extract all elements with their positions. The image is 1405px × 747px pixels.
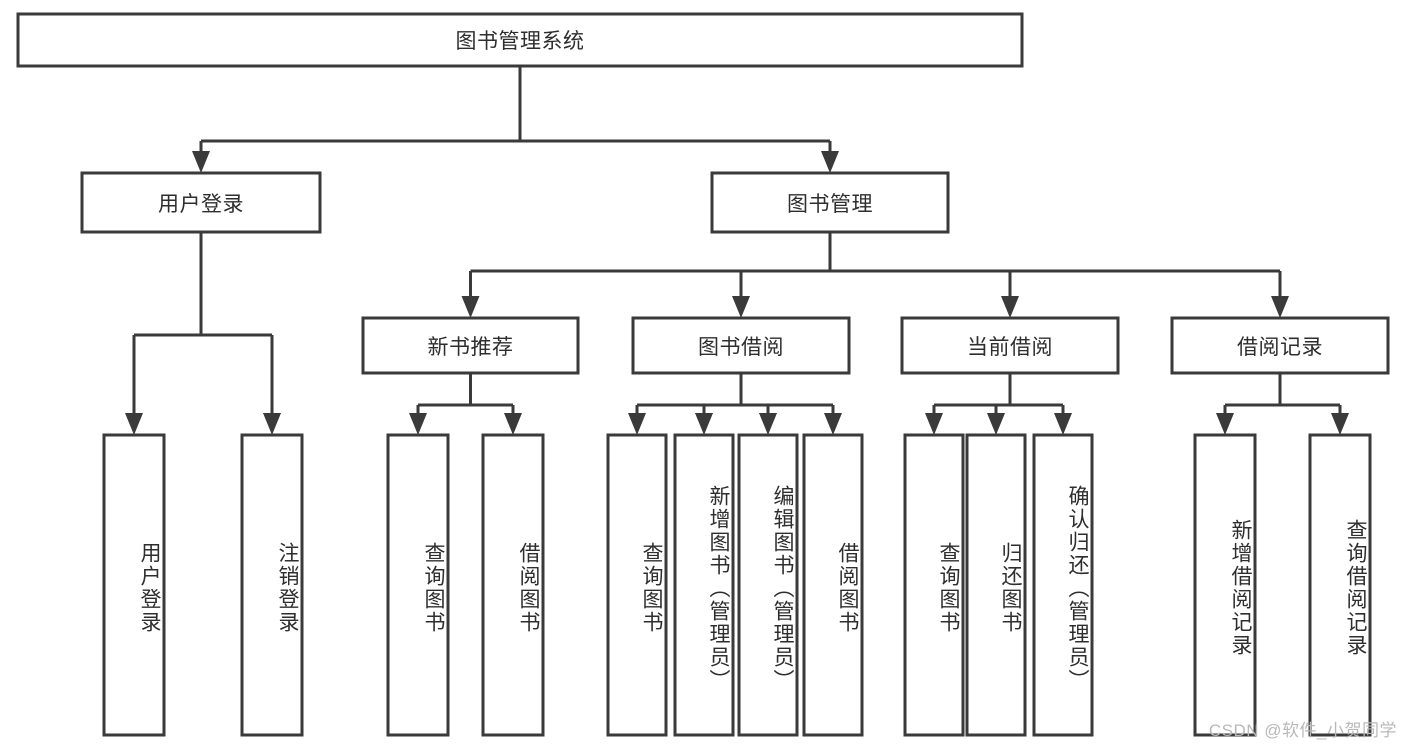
node-leaf-box-2[interactable]	[386, 433, 450, 737]
node-leaf-box-3[interactable]	[481, 433, 545, 737]
node-level2-box-1[interactable]	[631, 316, 851, 375]
node-leaf-box-12[interactable]	[1308, 433, 1372, 737]
connectors-layer	[125, 66, 1349, 435]
arrow-head-icon	[759, 413, 777, 435]
arrow-head-icon	[695, 413, 713, 435]
arrow-head-icon	[409, 413, 427, 435]
node-leaf-box-11[interactable]	[1193, 433, 1257, 737]
node-root-box[interactable]	[16, 12, 1024, 68]
node-leaf-box-6[interactable]	[737, 433, 799, 737]
arrow-head-icon	[1331, 413, 1349, 435]
arrow-head-icon	[263, 413, 281, 435]
arrow-head-icon	[1001, 296, 1019, 318]
arrow-head-icon	[504, 413, 522, 435]
arrow-head-icon	[821, 151, 839, 173]
arrow-head-icon	[987, 413, 1005, 435]
boxes-layer	[16, 12, 1390, 737]
arrow-head-icon	[1271, 296, 1289, 318]
arrow-head-icon	[1054, 413, 1072, 435]
arrow-head-icon	[824, 413, 842, 435]
node-leaf-box-0[interactable]	[102, 433, 166, 737]
arrow-head-icon	[125, 413, 143, 435]
node-level1-box-0[interactable]	[80, 171, 322, 234]
node-level1-box-1[interactable]	[710, 171, 950, 234]
arrow-head-icon	[461, 296, 480, 318]
node-level2-box-0[interactable]	[361, 316, 580, 375]
node-leaf-box-10[interactable]	[1032, 433, 1094, 737]
node-leaf-box-8[interactable]	[903, 433, 965, 737]
arrow-head-icon	[192, 151, 210, 173]
watermark: CSDN @软件_小贺同学	[1208, 721, 1397, 740]
arrow-head-icon	[732, 296, 750, 318]
arrow-head-icon	[925, 413, 943, 435]
node-level2-box-3[interactable]	[1170, 316, 1390, 375]
node-leaf-box-5[interactable]	[673, 433, 735, 737]
node-leaf-box-1[interactable]	[240, 433, 304, 737]
node-leaf-box-7[interactable]	[802, 433, 864, 737]
node-leaf-box-4[interactable]	[606, 433, 668, 737]
arrow-head-icon	[628, 413, 646, 435]
arrow-head-icon	[1216, 413, 1234, 435]
node-leaf-box-9[interactable]	[965, 433, 1027, 737]
node-level2-box-2[interactable]	[900, 316, 1120, 375]
